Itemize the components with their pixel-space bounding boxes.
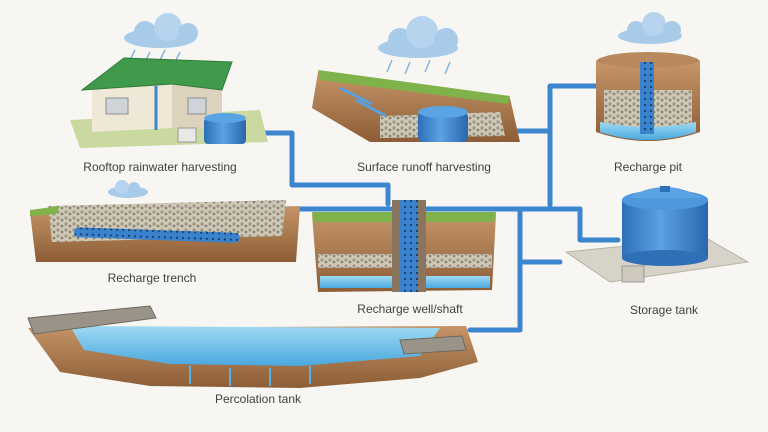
well-icon <box>640 62 654 134</box>
label-percolation-tank: Percolation tank <box>214 392 302 406</box>
cloud-icon <box>618 12 682 44</box>
rooftop-scene <box>70 13 268 148</box>
stone-wall-right <box>399 335 467 355</box>
tank-icon <box>204 113 246 144</box>
cloud-icon <box>124 13 198 48</box>
basin-water <box>70 326 440 366</box>
runoff-arrows <box>339 86 387 118</box>
tank-icon <box>622 186 708 266</box>
recharge-well-scene <box>312 200 496 292</box>
house-icon <box>80 57 233 91</box>
ac-unit <box>177 127 197 143</box>
stone-wall <box>27 305 157 335</box>
pipe-to-storage <box>537 206 621 243</box>
label-rooftop-rainwater-harvesting: Rooftop rainwater harvesting <box>83 160 237 174</box>
label-storage-tank: Storage tank <box>629 303 699 317</box>
house-window <box>105 97 129 115</box>
pipe-rooftop-to-junction <box>245 130 391 207</box>
storage-tank-scene <box>564 186 750 283</box>
surface-runoff-scene <box>312 16 520 142</box>
slope-grass <box>318 70 510 104</box>
trench-grass <box>30 206 60 216</box>
pipe-to-well-shaft <box>517 206 563 265</box>
label-recharge-well-shaft: Recharge well/shaft <box>357 302 463 316</box>
seepage-icon <box>189 366 311 386</box>
cloud-icon <box>108 180 148 198</box>
house-window-2 <box>187 97 207 115</box>
percolation-tank-scene <box>27 305 478 388</box>
pipe-icon <box>74 227 240 243</box>
well-icon <box>400 200 418 292</box>
label-surface-runoff-harvesting: Surface runoff harvesting <box>357 160 491 174</box>
tank-icon <box>418 106 468 142</box>
label-recharge-trench: Recharge trench <box>107 271 197 285</box>
recharge-pit-scene <box>596 12 700 141</box>
rain-icon <box>386 59 451 75</box>
pipe-to-percolation <box>467 259 523 333</box>
cloud-icon <box>378 16 458 58</box>
house-wall-front <box>92 82 172 132</box>
recharge-trench-scene <box>30 180 300 262</box>
inspection-box <box>621 265 645 283</box>
label-recharge-pit: Recharge pit <box>613 160 683 174</box>
